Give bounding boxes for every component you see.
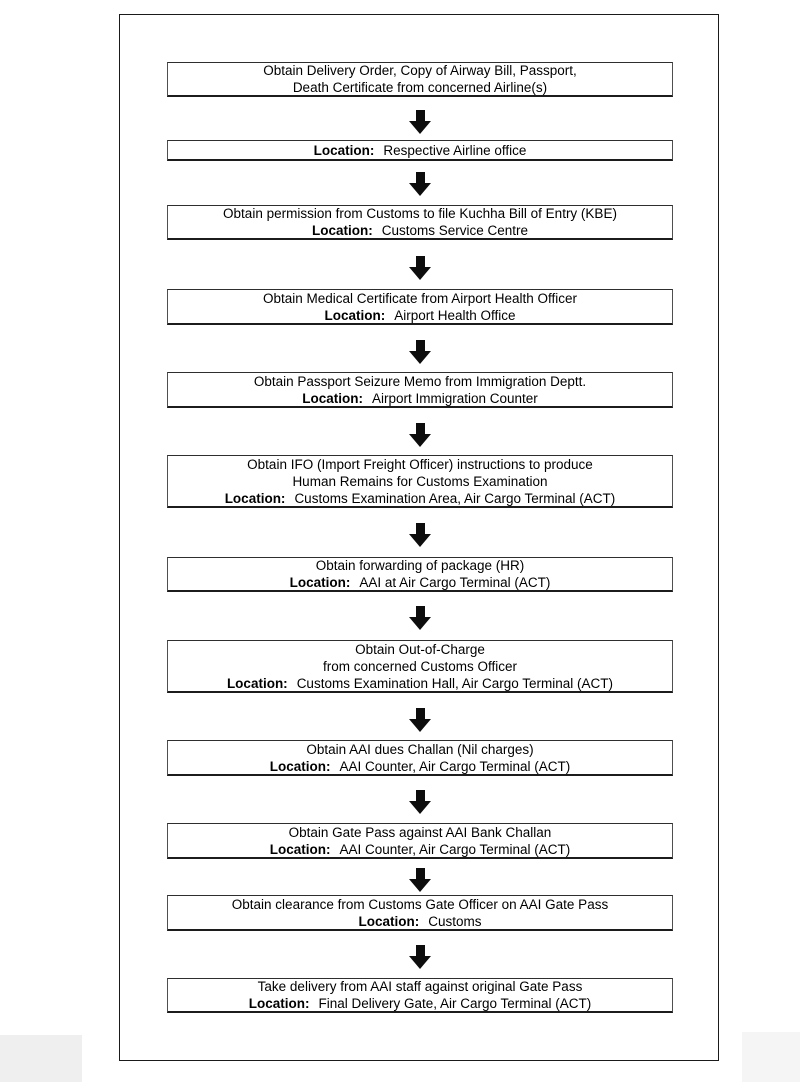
flow-step-3: Obtain permission from Customs to file K… (167, 205, 673, 240)
step-action-line: Death Certificate from concerned Airline… (292, 80, 548, 95)
flow-step-1: Obtain Delivery Order, Copy of Airway Bi… (167, 62, 673, 97)
flow-step-7: Obtain forwarding of package (HR) Locati… (167, 557, 673, 592)
down-arrow-icon (409, 172, 431, 196)
step-action-line: Obtain Out-of-Charge (355, 641, 485, 657)
flow-step-4: Obtain Medical Certificate from Airport … (167, 289, 673, 325)
step-location-line: Location: Customs Examination Hall, Air C… (168, 675, 672, 692)
down-arrow-icon (409, 708, 431, 732)
location-label: Location: (224, 490, 286, 506)
down-arrow-icon (409, 110, 431, 134)
down-arrow-icon (409, 868, 431, 892)
step-location-line: Location: AAI Counter, Air Cargo Terminal… (168, 841, 672, 858)
location-value: AAI at Air Cargo Terminal (ACT) (359, 575, 551, 590)
step-location-line: Location: Customs (168, 913, 672, 930)
location-label: Location: (311, 223, 373, 238)
scan-artifact-bottom-left (0, 1035, 82, 1082)
down-arrow-icon (409, 945, 431, 969)
step-action-line: Human Remains for Customs Examination (292, 473, 548, 489)
location-value: Customs Examination Area, Air Cargo Term… (294, 490, 616, 506)
step-action-line: Obtain clearance from Customs Gate Offic… (231, 896, 609, 912)
step-action-line: Obtain Passport Seizure Memo from Immigr… (253, 373, 587, 389)
location-label: Location: (358, 913, 420, 929)
step-location-line: Location: Customs Service Centre (168, 222, 672, 239)
flow-step-2: Location: Respective Airline office (167, 140, 673, 161)
location-value: Final Delivery Gate, Air Cargo Terminal … (318, 996, 592, 1011)
flow-step-11: Obtain clearance from Customs Gate Offic… (167, 895, 673, 931)
location-value: AAI Counter, Air Cargo Terminal (ACT) (339, 841, 571, 857)
step-location-line: Location: AAI Counter, Air Cargo Terminal… (168, 758, 672, 775)
location-label: Location: (226, 675, 288, 691)
location-value: AAI Counter, Air Cargo Terminal (ACT) (339, 758, 571, 774)
step-action-line: Obtain forwarding of package (HR) (315, 558, 525, 573)
step-location-line: Location: Airport Immigration Counter (168, 390, 672, 407)
location-label: Location: (269, 758, 331, 774)
flow-step-8: Obtain Out-of-Charge from concerned Cust… (167, 640, 673, 693)
step-action-line: Obtain permission from Customs to file K… (223, 206, 617, 221)
step-action-line: Obtain Medical Certificate from Airport … (262, 290, 578, 306)
location-label: Location: (324, 307, 386, 323)
step-location-line: Location: AAI at Air Cargo Terminal (ACT) (168, 574, 672, 591)
location-label: Location: (313, 142, 375, 158)
flow-step-12: Take delivery from AAI staff against ori… (167, 978, 673, 1013)
location-value: Customs Service Centre (381, 223, 529, 238)
step-action-line: from concerned Customs Officer (322, 658, 518, 674)
flow-step-9: Obtain AAI dues Challan (Nil charges) Lo… (167, 740, 673, 776)
step-action-line: Obtain Gate Pass against AAI Bank Challa… (288, 824, 552, 840)
location-value: Customs Examination Hall, Air Cargo Term… (296, 675, 614, 691)
step-action-line: Obtain Delivery Order, Copy of Airway Bi… (263, 63, 577, 78)
down-arrow-icon (409, 790, 431, 814)
step-action-line: Take delivery from AAI staff against ori… (257, 979, 583, 994)
location-value: Customs (428, 913, 482, 929)
location-value: Respective Airline office (383, 142, 527, 158)
step-location-line: Location: Airport Health Office (168, 307, 672, 324)
down-arrow-icon (409, 606, 431, 630)
down-arrow-icon (409, 523, 431, 547)
flow-step-5: Obtain Passport Seizure Memo from Immigr… (167, 372, 673, 408)
step-location-line: Location: Respective Airline office (168, 142, 672, 159)
location-label: Location: (302, 390, 363, 406)
step-action-line: Obtain AAI dues Challan (Nil charges) (306, 741, 534, 757)
down-arrow-icon (409, 340, 431, 364)
location-value: Airport Health Office (394, 307, 516, 323)
step-location-line: Location: Final Delivery Gate, Air Cargo … (168, 995, 672, 1012)
location-value: Airport Immigration Counter (371, 390, 538, 406)
location-label: Location: (269, 841, 331, 857)
scan-artifact-bottom-right (742, 1032, 800, 1082)
flow-step-10: Obtain Gate Pass against AAI Bank Challa… (167, 823, 673, 859)
location-label: Location: (289, 575, 351, 590)
step-location-line: Location: Customs Examination Area, Air C… (168, 490, 672, 507)
down-arrow-icon (409, 256, 431, 280)
step-action-line: Obtain IFO (Import Freight Officer) inst… (247, 456, 593, 472)
down-arrow-icon (409, 423, 431, 447)
flow-step-6: Obtain IFO (Import Freight Officer) inst… (167, 455, 673, 508)
location-label: Location: (248, 996, 310, 1011)
